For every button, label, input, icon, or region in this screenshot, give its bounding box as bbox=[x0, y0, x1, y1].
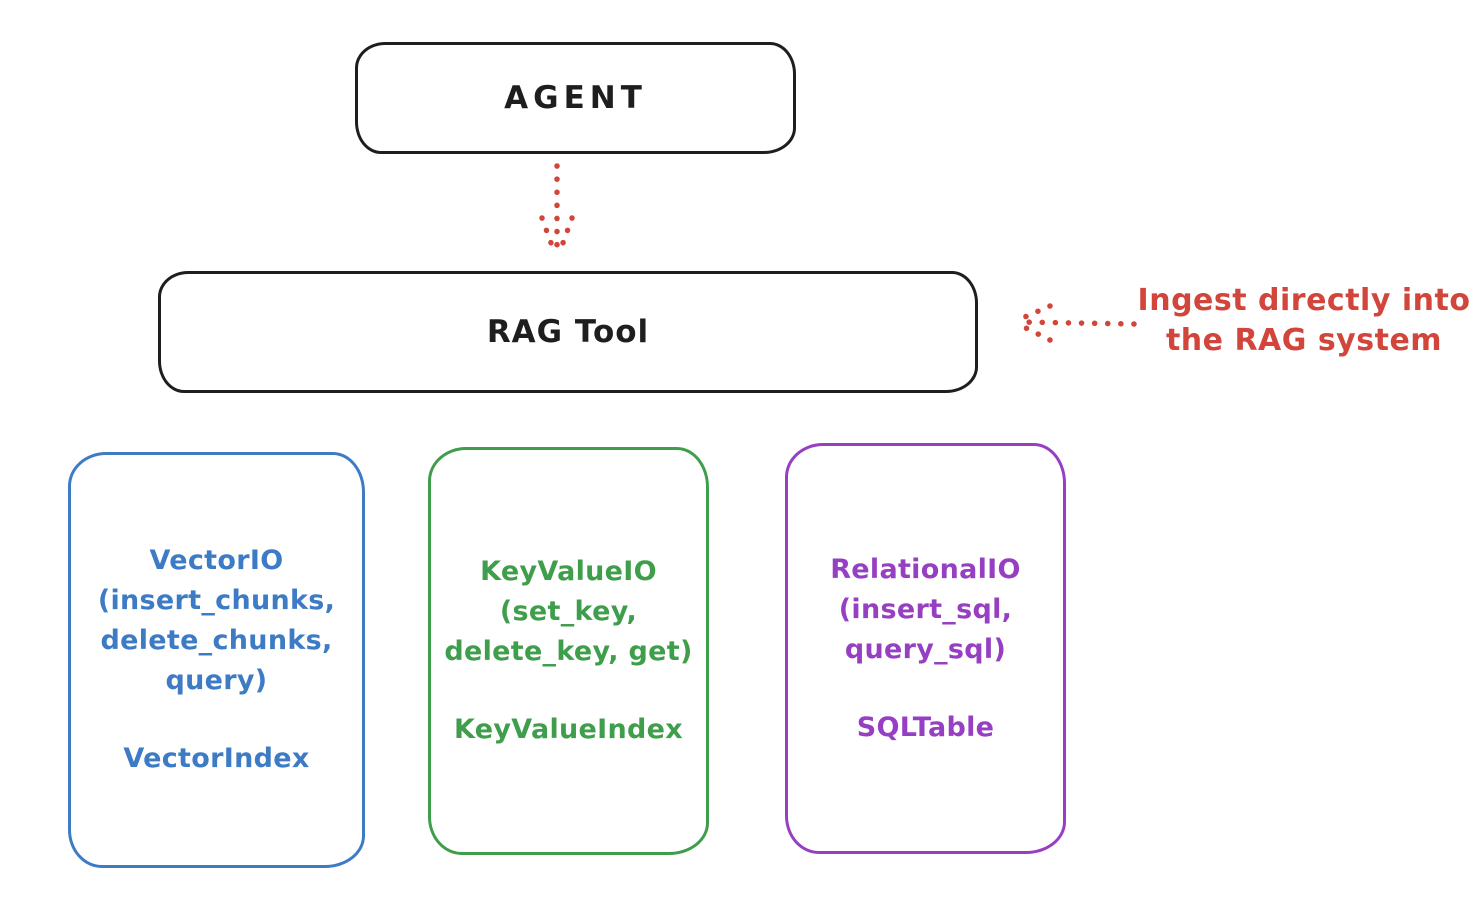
key-value-io-title: KeyValueIO bbox=[480, 556, 657, 587]
agent-to-ragtool-arrow-icon bbox=[539, 163, 575, 259]
key-value-io-methods: KeyValueIO (set_key, delete_key, get) bbox=[444, 552, 692, 672]
agent-box: AGENT bbox=[355, 42, 796, 154]
vector-io-method-line: query) bbox=[165, 665, 268, 696]
relational-io-methods: RelationalIO (insert_sql, query_sql) bbox=[830, 550, 1021, 670]
vector-io-methods: VectorIO (insert_chunks, delete_chunks, … bbox=[98, 541, 335, 701]
key-value-io-method-line: delete_key, get) bbox=[444, 636, 693, 667]
backend-box-relational-io: RelationalIO (insert_sql, query_sql) SQL… bbox=[785, 443, 1066, 854]
vector-io-title: VectorIO bbox=[149, 545, 284, 576]
ingest-annotation-line1: Ingest directly into bbox=[1137, 283, 1471, 318]
ingest-annotation-arrow-icon bbox=[1015, 303, 1137, 343]
relational-io-method-line: (insert_sql, bbox=[838, 593, 1013, 625]
backend-box-vector-io: VectorIO (insert_chunks, delete_chunks, … bbox=[68, 452, 365, 868]
vector-io-method-line: (insert_chunks, bbox=[97, 585, 336, 616]
sql-table-label: SQLTable bbox=[856, 711, 995, 743]
agent-label: AGENT bbox=[504, 80, 647, 116]
rag-tool-label: RAG Tool bbox=[486, 314, 650, 350]
key-value-io-method-line: (set_key, bbox=[499, 596, 638, 627]
ingest-annotation-text: Ingest directly into the RAG system bbox=[1128, 281, 1480, 361]
vector-index-label: VectorIndex bbox=[123, 743, 310, 774]
rag-tool-box: RAG Tool bbox=[158, 271, 978, 393]
backend-box-key-value-io: KeyValueIO (set_key, delete_key, get) Ke… bbox=[428, 447, 709, 855]
relational-io-method-line: query_sql) bbox=[844, 633, 1007, 665]
key-value-index-label: KeyValueIndex bbox=[453, 714, 683, 745]
ingest-annotation-line2: the RAG system bbox=[1165, 323, 1443, 358]
relational-io-title: RelationalIO bbox=[830, 553, 1021, 585]
vector-io-method-line: delete_chunks, bbox=[100, 625, 333, 656]
